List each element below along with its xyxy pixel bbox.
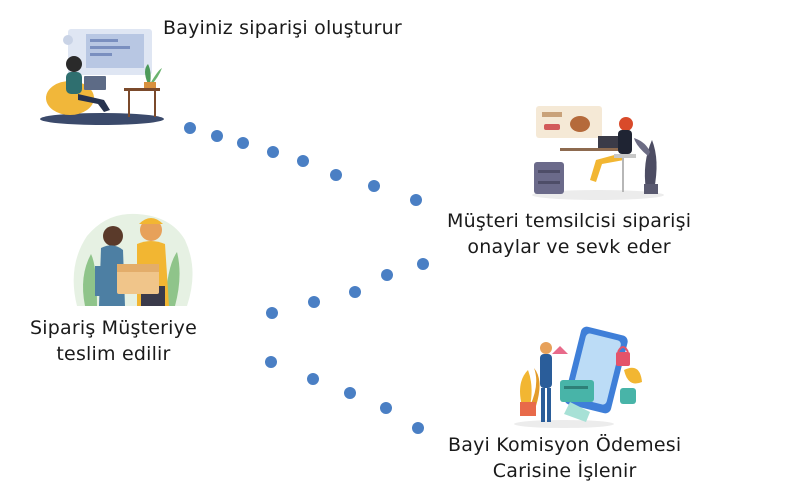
connector-dot-1-5 — [297, 155, 309, 167]
connector-dot-1-8 — [410, 194, 422, 206]
connector-dot-3-1 — [265, 356, 277, 368]
step-3-label-line-1: Sipariş Müşteriye — [30, 317, 197, 339]
connector-dot-2-2 — [308, 296, 320, 308]
connector-dot-3-3 — [344, 387, 356, 399]
courier-delivery-illustration — [73, 213, 193, 306]
step-4-label-line-2: Carisine İşlenir — [492, 460, 637, 482]
connector-dot-2-3 — [349, 286, 361, 298]
step-4-label: Bayi Komisyon Ödemesi Carisine İşlenir — [448, 432, 681, 484]
phone-payment-illustration — [514, 326, 642, 428]
step-2-label-line-2: onaylar ve sevk eder — [467, 236, 671, 258]
woman-desk-computer-illustration — [532, 106, 664, 200]
connector-dot-1-3 — [237, 137, 249, 149]
step-3-label-line-2: teslim edilir — [56, 343, 171, 365]
step-4-label-line-1: Bayi Komisyon Ödemesi — [448, 434, 682, 456]
connector-dot-1-1 — [184, 122, 196, 134]
connector-dot-1-7 — [368, 180, 380, 192]
step-2-label-line-1: Müşteri temsilcisi siparişi — [447, 210, 692, 232]
connector-dot-1-2 — [211, 130, 223, 142]
connector-dot-2-5 — [417, 258, 429, 270]
connector-dot-1-6 — [330, 169, 342, 181]
step-1-label: Bayiniz siparişi oluşturur — [163, 15, 402, 41]
connector-dot-3-2 — [307, 373, 319, 385]
connector-dot-3-4 — [380, 402, 392, 414]
step-1-label-line-1: Bayiniz siparişi oluşturur — [163, 17, 402, 39]
step-2-label: Müşteri temsilcisi siparişi onaylar ve s… — [447, 208, 691, 260]
woman-laptop-beanbag-illustration — [40, 29, 164, 125]
connector-dot-2-4 — [381, 269, 393, 281]
connector-dot-2-1 — [266, 307, 278, 319]
connector-dot-3-5 — [412, 422, 424, 434]
connector-dot-1-4 — [267, 146, 279, 158]
step-3-label: Sipariş Müşteriye teslim edilir — [30, 315, 197, 367]
